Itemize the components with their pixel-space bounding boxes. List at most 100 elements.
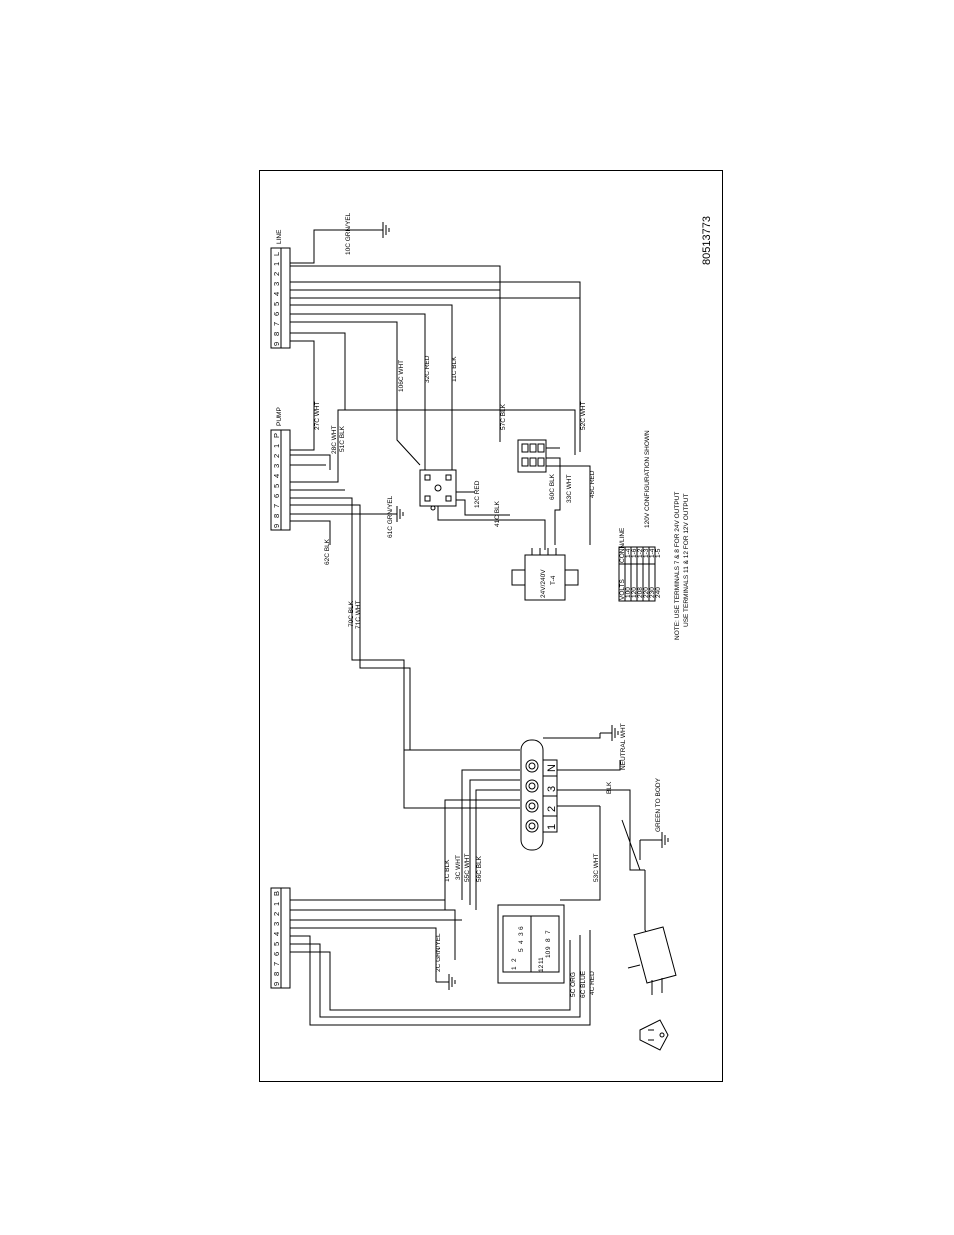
svg-text:6: 6 bbox=[272, 494, 281, 498]
label-71c: 71C WHT bbox=[355, 600, 362, 629]
svg-text:1: 1 bbox=[272, 262, 281, 266]
contactor bbox=[517, 439, 591, 545]
lower-terminal-numbers: B 1 2 3 4 5 6 7 8 9 bbox=[272, 891, 281, 986]
svg-text:6: 6 bbox=[518, 926, 525, 930]
pump-block-wires bbox=[290, 409, 576, 751]
label-green: GREEN TO BODY bbox=[655, 777, 662, 832]
line-terminal-block: L 1 2 3 4 5 6 7 8 9 LINE bbox=[270, 229, 291, 349]
voltage-config: 120V CONFIGURATION SHOWN VOLTS CONN/LINE… bbox=[618, 430, 690, 640]
svg-text:7: 7 bbox=[545, 930, 552, 934]
lower-terminal-block: B 1 2 3 4 5 6 7 8 9 B bbox=[0, 0, 291, 989]
label-60c: 60C BLK bbox=[549, 473, 556, 500]
connector-2: 2 bbox=[546, 806, 558, 812]
svg-text:12: 12 bbox=[538, 964, 545, 972]
label-3c: 3C WHT bbox=[455, 855, 462, 880]
svg-text:2: 2 bbox=[272, 912, 281, 916]
svg-text:240: 240 bbox=[655, 587, 662, 598]
svg-text:3: 3 bbox=[518, 932, 525, 936]
green-ground bbox=[639, 832, 669, 860]
svg-text:7: 7 bbox=[272, 504, 281, 508]
label-45c: 45C RED bbox=[589, 470, 596, 498]
svg-text:4: 4 bbox=[272, 474, 281, 478]
svg-text:1: 1 bbox=[272, 902, 281, 906]
drawing-number: 80513773 bbox=[701, 216, 713, 265]
svg-text:1: 1 bbox=[272, 444, 281, 448]
config-note-1: NOTE: USE TERMINALS 7 & 8 FOR 24V OUTPUT bbox=[674, 492, 681, 640]
strip-ground bbox=[543, 725, 619, 741]
label-32c: 32C RED bbox=[424, 355, 431, 383]
svg-text:1-5: 1-5 bbox=[655, 548, 662, 558]
receptacle-face bbox=[639, 1019, 669, 1051]
lower-block-title: B bbox=[0, 0, 1, 1]
pump-relay bbox=[419, 469, 546, 550]
svg-text:1: 1 bbox=[511, 966, 518, 970]
label-51c: 51C BLK bbox=[339, 425, 346, 452]
svg-text:8: 8 bbox=[272, 972, 281, 976]
svg-text:P: P bbox=[272, 433, 281, 438]
line-terminal-numbers: L 1 2 3 4 5 6 7 8 9 bbox=[272, 252, 281, 346]
label-28c: 28C WHT bbox=[331, 425, 338, 454]
svg-text:9: 9 bbox=[272, 524, 281, 528]
svg-text:8: 8 bbox=[272, 332, 281, 336]
svg-text:1-3: 1-3 bbox=[643, 548, 650, 558]
label-61c: 61C GRN/YEL bbox=[387, 495, 394, 538]
svg-text:8: 8 bbox=[545, 938, 552, 942]
pump-block-title: PUMP bbox=[276, 407, 283, 426]
svg-text:3: 3 bbox=[272, 282, 281, 286]
label-62c: 62C BLK bbox=[324, 538, 331, 565]
label-4c: 4C RED bbox=[589, 971, 596, 995]
svg-text:5: 5 bbox=[272, 302, 281, 306]
label-1c: 1C BLK bbox=[444, 859, 451, 882]
svg-text:7: 7 bbox=[272, 962, 281, 966]
svg-text:10: 10 bbox=[545, 950, 552, 958]
trunk-wires bbox=[403, 745, 520, 809]
wire-labels: 10C GRN/YEL 27C WHT 28C WHT 51C BLK 106C… bbox=[314, 212, 662, 998]
svg-text:1-6: 1-6 bbox=[631, 548, 638, 558]
svg-text:120: 120 bbox=[631, 587, 638, 598]
svg-text:3: 3 bbox=[272, 922, 281, 926]
pump-terminal-numbers: P 1 2 3 4 5 6 7 8 9 bbox=[272, 433, 281, 528]
config-note-2: USE TERMINALS 11 & 12 FOR 12V OUTPUT bbox=[683, 494, 690, 627]
connector-1: 1 bbox=[546, 824, 558, 830]
connector-3: 3 bbox=[546, 786, 558, 792]
label-55c: 55C WHT bbox=[464, 853, 471, 882]
pump-terminal-block: P 1 2 3 4 5 6 7 8 9 PUMP bbox=[270, 407, 291, 531]
svg-text:1-4: 1-4 bbox=[625, 548, 632, 558]
label-53c: 53C WHT bbox=[593, 853, 600, 882]
svg-text:3: 3 bbox=[272, 464, 281, 468]
line-block-wires bbox=[290, 222, 581, 470]
svg-text:4: 4 bbox=[518, 940, 525, 944]
svg-text:9: 9 bbox=[272, 982, 281, 986]
svg-text:220: 220 bbox=[643, 587, 650, 598]
transformer-id: T-4 bbox=[550, 575, 557, 585]
svg-text:11: 11 bbox=[538, 957, 545, 964]
svg-text:B: B bbox=[272, 891, 281, 896]
svg-text:2: 2 bbox=[272, 272, 281, 276]
svg-text:1-2: 1-2 bbox=[637, 548, 644, 558]
config-header: 120V CONFIGURATION SHOWN bbox=[644, 430, 651, 528]
svg-text:9: 9 bbox=[272, 342, 281, 346]
label-70c: 70C BLK bbox=[348, 600, 355, 627]
label-33c: 33C WHT bbox=[566, 474, 573, 503]
lower-relay: 1 2 3 4 5 6 7 8 9 10 11 12 bbox=[497, 904, 565, 984]
label-57c: 57C BLK bbox=[500, 403, 507, 430]
label-106c: 106C WHT bbox=[398, 360, 405, 392]
svg-text:5: 5 bbox=[518, 948, 525, 952]
line-block-title: LINE bbox=[276, 229, 283, 244]
label-neutral: NEUTRAL WHT bbox=[620, 723, 627, 770]
svg-text:208: 208 bbox=[637, 587, 644, 598]
svg-text:7: 7 bbox=[272, 322, 281, 326]
svg-text:9: 9 bbox=[545, 946, 552, 950]
label-12c: 12C RED bbox=[474, 480, 481, 508]
transformer: 24V/240V T-4 bbox=[511, 548, 579, 601]
label-27c: 27C WHT bbox=[314, 401, 321, 430]
label-56c: 56C BLK bbox=[476, 855, 483, 882]
label-41c: 41C BLK bbox=[494, 500, 501, 527]
svg-text:230: 230 bbox=[649, 587, 656, 598]
terminal-strip: N 3 2 1 bbox=[520, 739, 558, 851]
drawing-border bbox=[259, 170, 723, 1082]
power-plug bbox=[599, 806, 677, 995]
connector-n: N bbox=[546, 764, 558, 772]
svg-text:2: 2 bbox=[272, 454, 281, 458]
